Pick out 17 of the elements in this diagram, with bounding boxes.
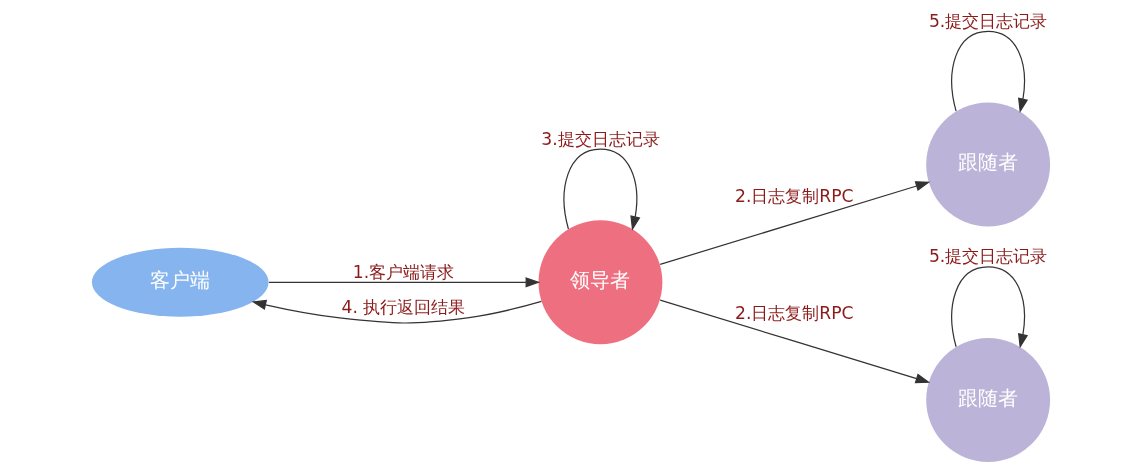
arrow [659, 299, 931, 384]
arrow [563, 148, 641, 231]
node-circle: 跟随者 [926, 102, 1051, 227]
arrow [951, 266, 1029, 349]
edge-label: 5.提交日志记录 [928, 246, 1048, 267]
arrow [951, 30, 1029, 113]
node-circle: 跟随者 [926, 338, 1051, 462]
arrow [268, 277, 541, 288]
edge-label: 3.提交日志记录 [541, 128, 660, 149]
edge-label: 5.提交日志记录 [928, 10, 1048, 31]
edge-label: 2.日志复制RPC [734, 185, 854, 206]
edge-label: 1.客户端请求 [352, 261, 455, 282]
arrow [659, 181, 931, 265]
edge-label: 4. 执行返回结果 [341, 297, 466, 318]
edge-label: 2.日志复制RPC [734, 303, 854, 324]
arrow [251, 299, 543, 324]
node-circle: 领导者 [538, 220, 663, 345]
